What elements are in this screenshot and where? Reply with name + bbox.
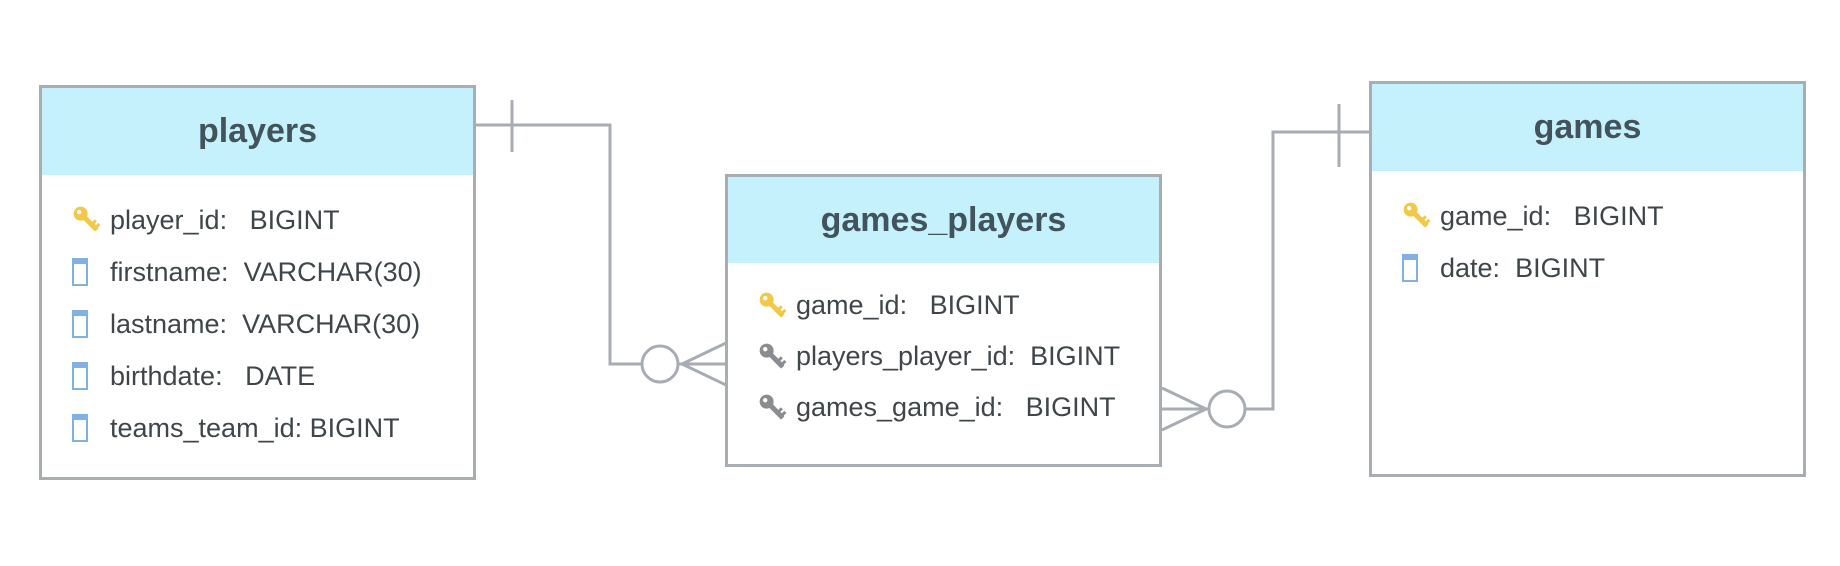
column-type: BIGINT [929,290,1020,320]
zero-marker-icon [1207,389,1247,429]
column-icon [70,304,110,344]
column-icon [1400,248,1440,288]
column-name: players_player_id: [796,341,1016,371]
column-type: BIGINT [1515,252,1606,283]
table-games[interactable]: games game_id: BIGINT date: BIGINT [1369,81,1806,477]
column-type: BIGINT [1573,200,1664,231]
column-type: BIGINT [249,204,340,235]
column-row: player_id: BIGINT [70,194,473,246]
column-row: players_player_id: BIGINT [756,331,1159,382]
column-type: DATE [245,360,316,391]
column-row: games_game_id: BIGINT [756,382,1159,433]
column-name: lastname: [110,308,228,339]
column-row: date: BIGINT [1400,242,1803,294]
zero-marker-icon [640,344,680,384]
crowfoot-upper [1161,386,1207,411]
table-games-players[interactable]: games_players game_id: BIGINT players_pl… [725,174,1162,467]
column-list: player_id: BIGINT firstname: VARCHAR(30)… [42,175,473,454]
table-players[interactable]: players player_id: BIGINT firstname: VAR… [39,85,476,480]
crowfoot-lower [1161,407,1207,432]
foreign-key-icon [756,337,796,377]
primary-key-icon [70,200,110,240]
connector-line [474,123,646,366]
column-name: player_id: [110,204,228,235]
column-name: date: [1440,252,1501,283]
column-name: game_id: [796,290,908,320]
column-type: BIGINT [1030,341,1121,371]
primary-key-icon [756,286,796,326]
column-row: lastname: VARCHAR(30) [70,298,473,350]
column-icon [70,408,110,448]
column-icon [70,356,110,396]
column-row: firstname: VARCHAR(30) [70,246,473,298]
column-name: birthdate: [110,360,223,391]
column-name: game_id: [1440,200,1552,231]
crowfoot-upper [681,341,727,366]
primary-key-icon [1400,196,1440,236]
relationship-games-games-players [1161,104,1369,432]
table-title: games [1533,108,1642,146]
column-type: BIGINT [309,412,400,443]
column-type: BIGINT [1025,392,1116,422]
column-type: VARCHAR(30) [242,308,421,339]
relationship-players-games-players [474,100,727,387]
foreign-key-icon [756,388,796,428]
connector-line [1245,130,1369,411]
crowfoot-lower [681,362,727,387]
table-header: games_players [728,177,1159,263]
table-header: players [42,88,473,175]
column-icon [70,252,110,292]
column-row: teams_team_id: BIGINT [70,402,473,454]
table-header: games [1372,84,1803,171]
table-title: games_players [820,200,1067,239]
column-name: games_game_id: [796,392,1004,422]
column-list: game_id: BIGINT date: BIGINT [1372,171,1803,294]
column-row: game_id: BIGINT [756,280,1159,331]
column-name: firstname: [110,256,229,287]
column-row: birthdate: DATE [70,350,473,402]
table-title: players [197,112,318,150]
column-list: game_id: BIGINT players_player_id: BIGIN… [728,263,1159,433]
column-name: teams_team_id: [110,412,303,443]
column-row: game_id: BIGINT [1400,190,1803,242]
column-type: VARCHAR(30) [243,256,422,287]
